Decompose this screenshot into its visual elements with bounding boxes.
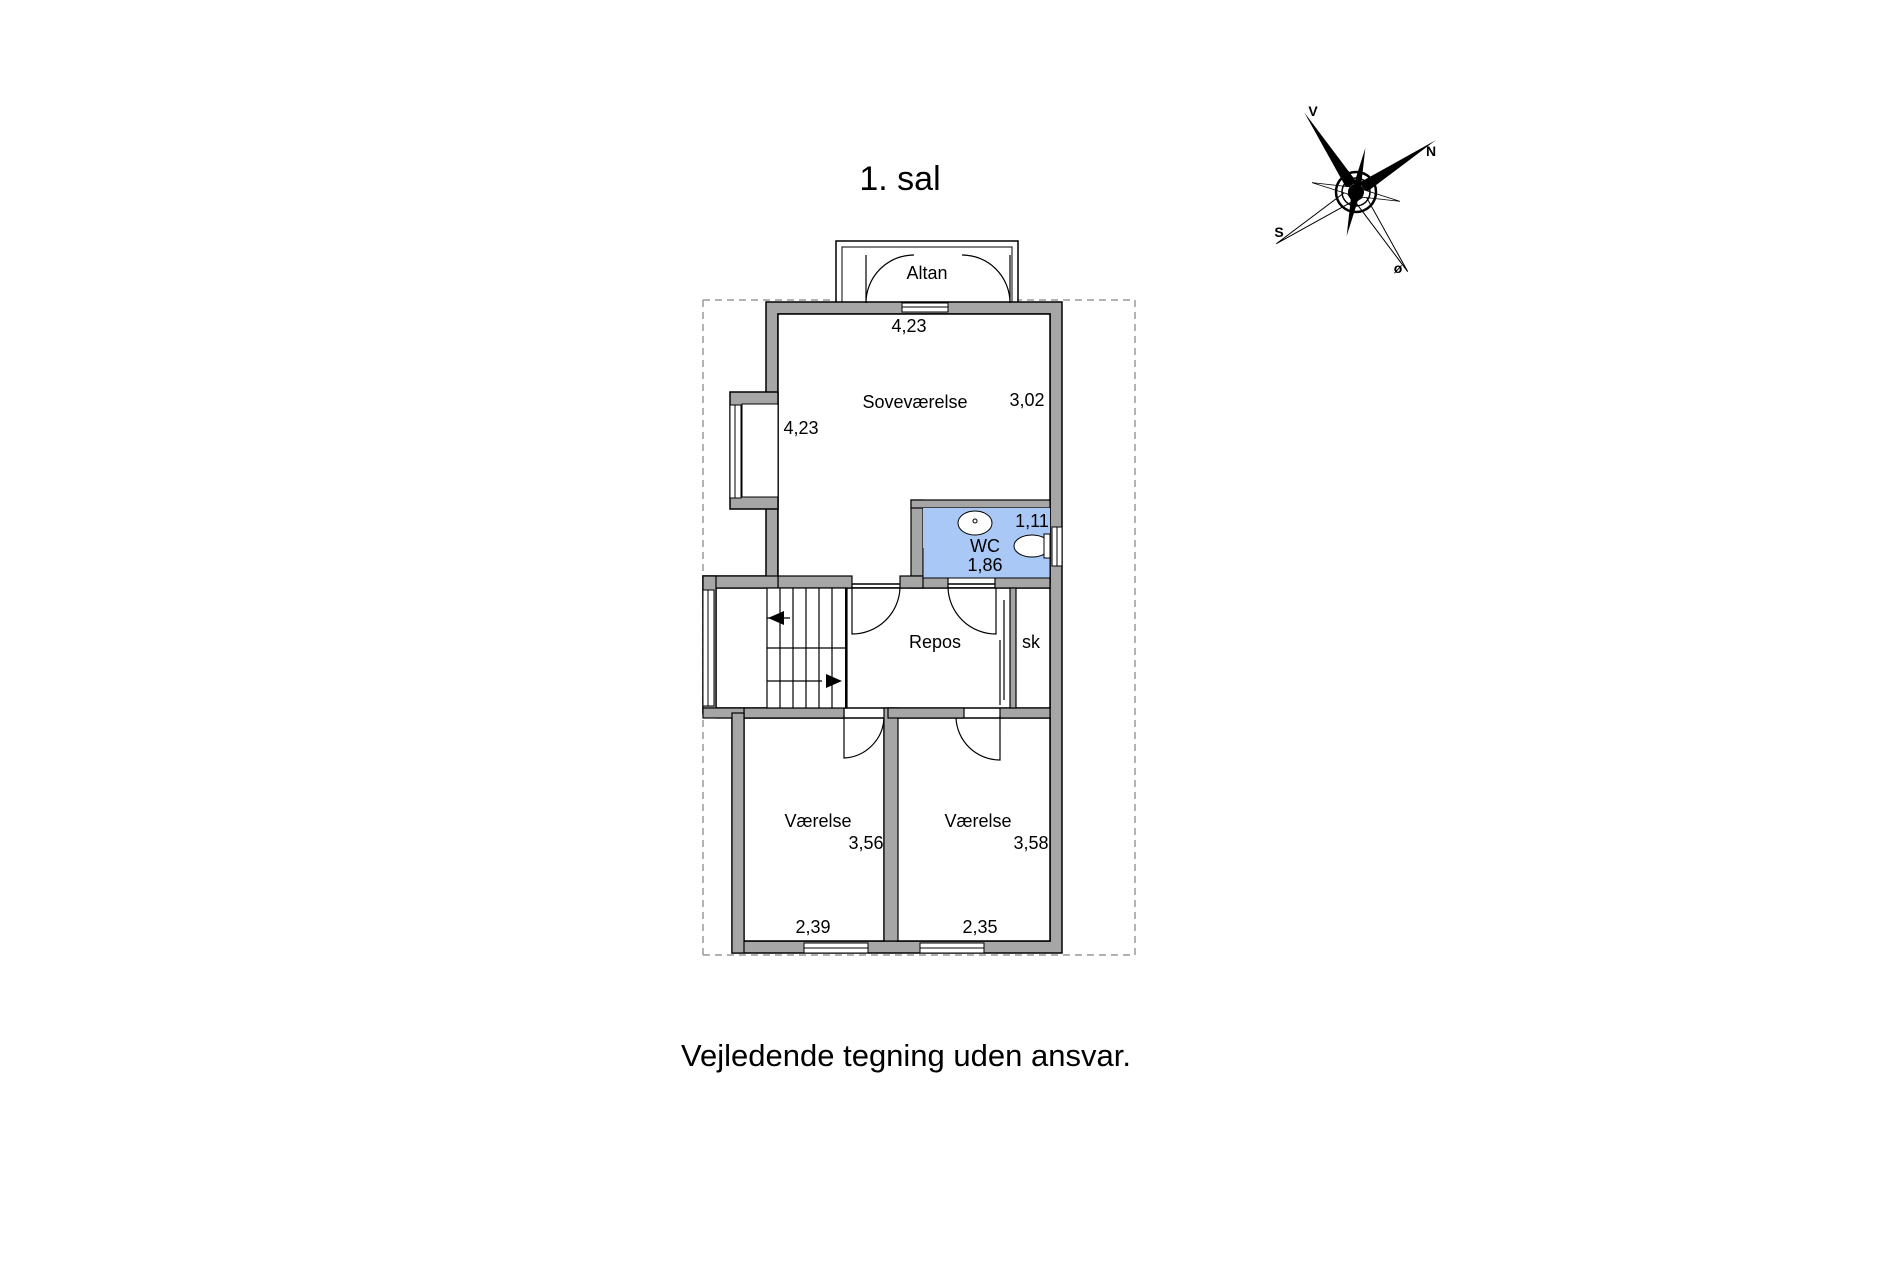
partitions [702,499,1051,954]
plan-title: 1. sal [859,160,940,198]
wc-fixtures [957,510,1051,559]
compass-o: ø [1394,260,1403,276]
compass-v: V [1308,103,1318,119]
compass-s: S [1274,224,1283,240]
doors [843,254,1011,761]
compass-n: N [1426,143,1436,159]
vaerelse-left-label: Værelse [784,811,851,831]
sovevaerelse-dim-left: 4,23 [783,418,818,438]
wc-dim-top: 1,11 [1015,511,1049,531]
vaerelse-left-dim-side: 3,56 [848,833,883,853]
stair-window [702,589,715,707]
stair-arrow-up-icon [768,611,784,625]
wc-dim-bottom: 1,86 [967,555,1002,575]
altan-dim: 4,23 [891,316,926,336]
stair-arrow-down-icon [826,674,842,688]
sovevaerelse-label: Soveværelse [862,392,967,412]
sk-label: sk [1022,632,1041,652]
altan-label: Altan [906,263,947,283]
vaerelse-left-dim-bottom: 2,39 [795,917,830,937]
sovevaerelse-dim-right: 3,02 [1009,390,1044,410]
bedroom-bay-window [729,391,779,510]
repos-label: Repos [909,632,961,652]
vaerelse-right-dim-side: 3,58 [1013,833,1048,853]
windows [803,302,1063,954]
vaerelse-right-label: Værelse [944,811,1011,831]
compass-rose-icon [1276,112,1436,272]
wc-label: WC [970,536,1000,556]
vaerelse-right-dim-bottom: 2,35 [962,917,997,937]
staircase [766,587,848,709]
disclaimer: Vejledende tegning uden ansvar. [681,1038,1131,1073]
